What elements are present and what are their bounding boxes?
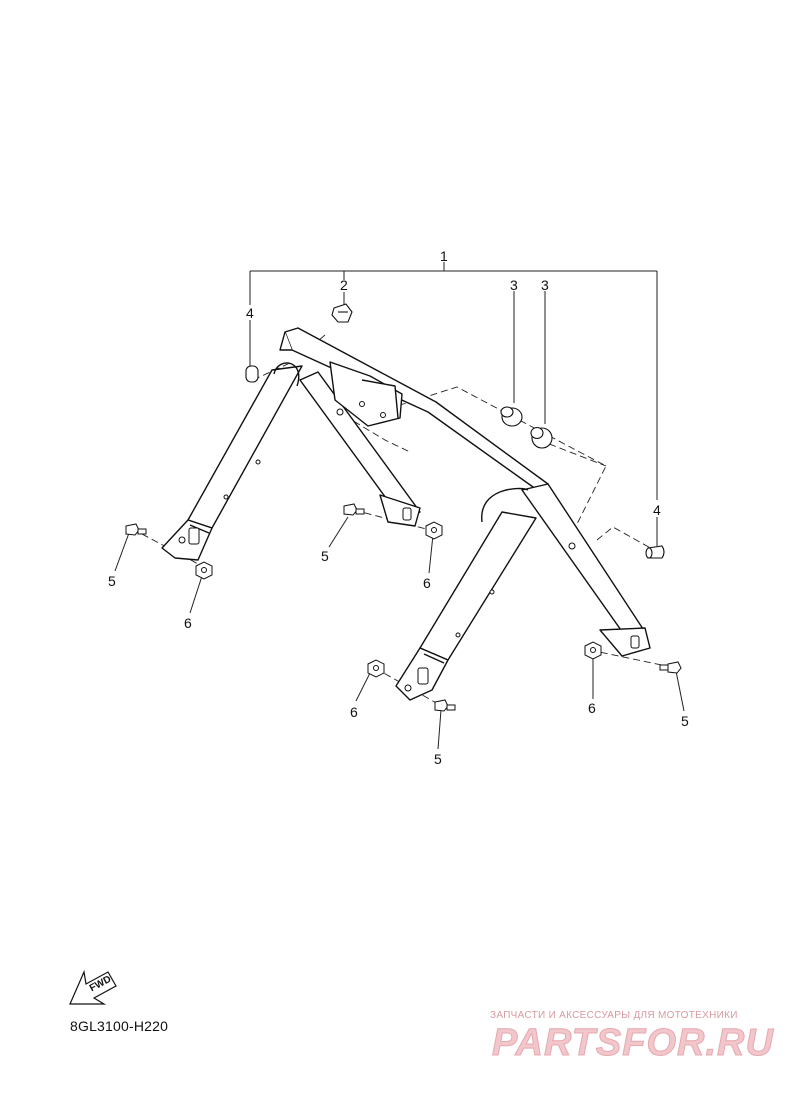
callout-6b: 6 bbox=[423, 575, 431, 591]
callout-3a: 3 bbox=[510, 277, 518, 293]
callout-5d: 5 bbox=[681, 713, 689, 729]
damper-part-3-right bbox=[530, 426, 553, 449]
callout-1: 1 bbox=[440, 248, 448, 264]
watermark-logo: PARTSFOR.RU bbox=[492, 1022, 774, 1065]
dashed-lines bbox=[141, 334, 677, 709]
fwd-arrow-icon: FWD bbox=[69, 969, 117, 1005]
callout-5a: 5 bbox=[108, 573, 116, 589]
callout-4b: 4 bbox=[653, 502, 661, 518]
bolt-part-5 bbox=[125, 503, 682, 712]
callout-4a: 4 bbox=[246, 305, 254, 321]
callout-6d: 6 bbox=[588, 700, 596, 716]
callout-3b: 3 bbox=[541, 277, 549, 293]
clip-part-2 bbox=[331, 303, 353, 323]
callout-numbers: 1 2 3 3 4 4 5 5 5 5 6 6 6 6 bbox=[108, 248, 689, 767]
callout-6c: 6 bbox=[350, 704, 358, 720]
part-code: 8GL3100-H220 bbox=[70, 1018, 169, 1034]
callout-5b: 5 bbox=[321, 548, 329, 564]
callout-5c: 5 bbox=[434, 751, 442, 767]
cap-part-4-left bbox=[245, 365, 259, 383]
watermark-tagline: ЗАПЧАСТИ И АКСЕССУАРЫ ДЛЯ МОТОТЕХНИКИ bbox=[490, 1010, 738, 1021]
callout-6a: 6 bbox=[184, 615, 192, 631]
rear-frame bbox=[161, 327, 651, 701]
frame-holes bbox=[178, 401, 640, 692]
nut-part-6 bbox=[195, 521, 602, 678]
callout-leaders bbox=[114, 262, 685, 750]
cap-part-4-right bbox=[645, 545, 665, 559]
damper-part-3-left bbox=[500, 406, 523, 427]
callout-2: 2 bbox=[340, 277, 348, 293]
